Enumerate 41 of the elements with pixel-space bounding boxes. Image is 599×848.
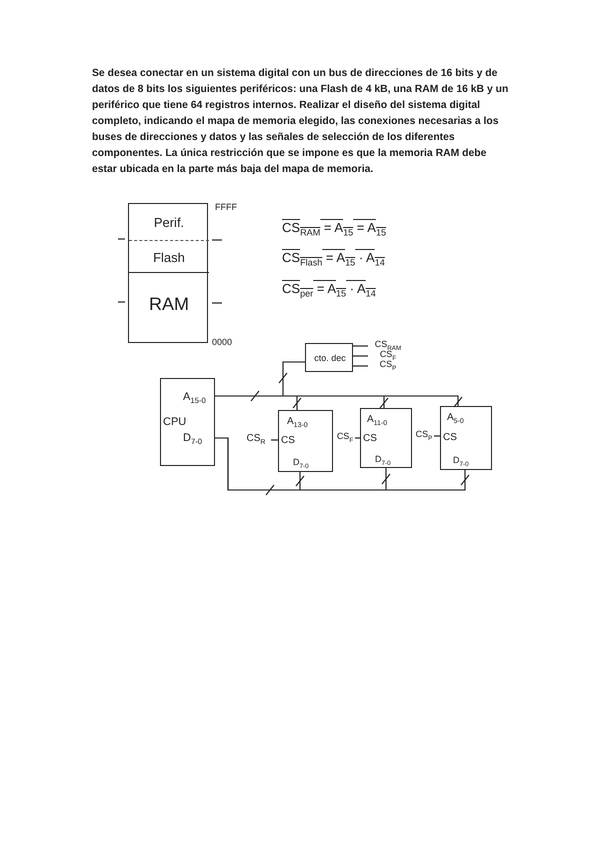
signal-label: CS$_{R}$ [246, 432, 266, 448]
pin-label: CS [443, 431, 458, 445]
chip-box [360, 408, 412, 468]
chip-box [278, 410, 333, 472]
connector-line [355, 437, 360, 439]
signal-label: CS$_{P}$ [378, 360, 398, 373]
pin-label: D$_{7-0}$ [183, 432, 204, 446]
connector-line [353, 365, 368, 367]
address-label: FFFF [215, 202, 237, 212]
problem-statement: Se desea conectar en un sistema digital con un bus de direcciones de 16 bits y de datos de 8 bits los siguientes periféricos: una Flash de 4 kB, una RAM de 16 kB y un periférico que tiene 64 registros internos. Realizar el diseño del sistema digital completo, indicando el mapa de memoria elegido, las conexiones necesarias a los buses de direcciones y datos y las señales de selección de los diferentes componentes. La única restricción que se impone es que la memoria RAM debe estar ubicada en la parte más baja del mapa de memoria. [92, 67, 510, 177]
connector-line [271, 439, 278, 441]
component-label: cto. dec [313, 352, 347, 366]
cpu-box [160, 378, 215, 466]
pin-label: CPU [163, 415, 188, 429]
component-label: A$_{15-0}$ [183, 391, 207, 405]
decoder-box [305, 343, 353, 372]
connector-line [353, 355, 368, 357]
pin-label: CS [281, 434, 296, 448]
pin-label: A$_{13-0}$ [287, 416, 309, 430]
memory-region: RAM [148, 293, 190, 316]
signal-label: CS$_{F}$ [336, 430, 354, 446]
address-label: 0000 [212, 337, 232, 347]
connector-line [214, 395, 463, 408]
equation: CS$_{per}$ = A$_{15}$ · A$_{14}$ [282, 281, 376, 299]
pin-label: A$_{5-0}$ [447, 412, 465, 426]
signal-label: CS$_{P}$ [414, 428, 434, 444]
equation: CS$_{Flash}$ = A$_{15}$ · A$_{14}$ [282, 250, 385, 268]
connector-line [434, 435, 440, 437]
chip-box [440, 406, 492, 470]
equation: CS$_{RAM}$ = A$_{15}$ = A$_{15}$ [282, 220, 386, 238]
pin-label: D$_{7-0}$ [453, 455, 470, 469]
memory-map-box [128, 203, 208, 343]
component-label: Perif. [152, 214, 186, 232]
signal-label: CS$_{RAM}$ [374, 339, 402, 352]
pin-label: A$_{11-0}$ [367, 414, 388, 428]
pin-label: CS [363, 432, 378, 446]
pin-label: D$_{7-0}$ [375, 454, 392, 468]
component-label: Flash [152, 248, 186, 266]
connector-line [214, 437, 470, 491]
pin-label: D$_{7-0}$ [293, 457, 310, 471]
connector-line [353, 345, 368, 347]
